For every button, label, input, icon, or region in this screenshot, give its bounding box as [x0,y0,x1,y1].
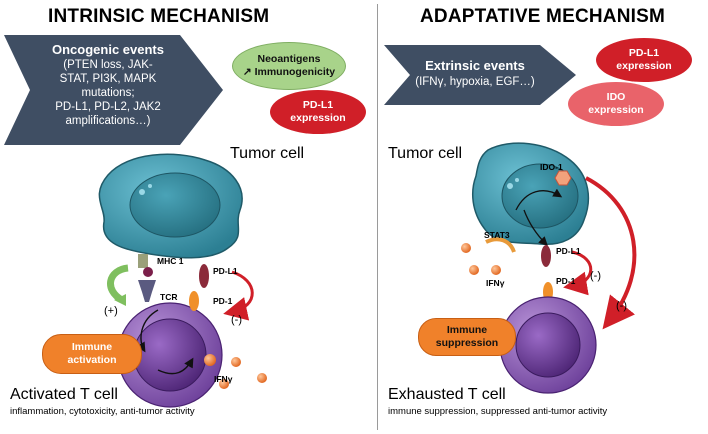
immunogenicity-line: ↗ Immunogenicity [242,66,336,78]
stat3-label: STAT3 [484,230,510,240]
oncogenic-line: amplifications…) [65,115,151,127]
extrinsic-events-list: (IFNγ, hypoxia, EGF…) [415,76,535,88]
ido-1-enzyme [554,170,572,186]
right-ifng-label: IFNγ [486,278,505,288]
immune-suppression-badge: Immune suppression [418,318,516,356]
oncogenic-events-list: (PTEN loss, JAK- STAT, PI3K, MAPK mutati… [28,58,188,128]
ido-1-label: IDO-1 [540,162,563,172]
left-ifng-label: IFNγ [214,374,233,384]
expression-line: expression [290,112,346,124]
right-tumor-cell-label: Tumor cell [388,145,463,162]
left-t-cell-nucleus [133,318,207,392]
mhc-1-label: MHC 1 [157,256,184,266]
oncogenic-line: PD-L1, PD-L2, JAK2 [55,101,161,113]
right-heading: ADAPTATIVE MECHANISM [420,6,666,27]
pd-l1-line: PD-L1 [628,47,660,59]
right-minus-label-2: (-) [616,300,627,312]
right-minus-feedback-arrow [563,250,593,296]
panel-divider [377,4,378,430]
extrinsic-events-title: Extrinsic events [425,58,525,73]
ifng-dot [219,379,229,389]
tcr-molecule [138,280,156,302]
exhausted-t-cell-caption: Exhausted T cell [388,386,506,403]
ido-suppression-arrow [585,176,637,330]
oncogenic-line: (PTEN loss, JAK- [63,59,153,71]
neoantigens-line: Neoantigens [257,53,321,65]
left-pd-1-receptor [189,291,199,311]
left-pd-l1-label: PD-L1 [213,266,238,276]
immune-activation-badge: Immune activation [42,334,142,374]
ifng-dot [469,265,479,275]
ifng-dot [204,354,216,366]
immune-line: Immune [71,341,113,353]
oncogenic-line: mutations; [81,87,135,99]
right-minus-label-1: (-) [590,270,601,282]
extrinsic-events-arrow [384,45,576,105]
right-t-cell-nucleus [515,312,581,378]
activated-t-cell-subcaption: inflammation, cytotoxicity, anti-tumor a… [10,406,195,417]
ifng-dot [257,373,267,383]
right-pd-l1-expression-badge: PD-L1 expression [596,38,692,82]
left-heading: INTRINSIC MECHANISM [48,6,270,27]
activated-t-cell-caption: Activated T cell [10,386,118,403]
neoantigens-badge: Neoantigens ↗ Immunogenicity [232,42,346,90]
left-minus-label: (-) [231,314,242,326]
right-pd-1-label: PD-1 [556,276,576,286]
immune-line: Immune [446,324,488,336]
right-pd-l1-receptor [541,245,551,267]
suppression-line: suppression [435,337,499,349]
pd-l1-line: PD-L1 [302,99,334,111]
ifng-dot [461,243,471,253]
left-pd-1-label: PD-1 [213,296,233,306]
left-tumor-cell-label: Tumor cell [230,145,305,162]
ifng-dot [491,265,501,275]
oncogenic-events-arrow [4,35,223,145]
plus-feedback-arrow [107,264,129,304]
mhc-1-molecule [138,254,148,268]
expression-line: expression [616,60,672,72]
left-tumor-nucleus [129,172,221,238]
oncogenic-events-title: Oncogenic events [52,42,164,57]
exhausted-t-cell-subcaption: immune suppression, suppressed anti-tumo… [388,406,608,417]
ido-line: IDO [606,91,626,103]
right-pd-l1-label: PD-L1 [556,246,581,256]
activation-line: activation [67,354,117,366]
ido-expression-badge: IDO expression [568,82,664,126]
ifng-dot [231,357,241,367]
antigen-dot [143,267,153,277]
plus-label: (+) [104,305,118,317]
expression-line: expression [588,104,644,116]
left-pd-l1-expression-badge: PD-L1 expression [270,90,366,134]
left-pd-l1-receptor [199,264,209,288]
left-minus-feedback-arrow [223,270,254,321]
stat3-receptor [485,237,516,253]
oncogenic-line: STAT, PI3K, MAPK [59,73,157,85]
tcr-label: TCR [160,292,178,302]
